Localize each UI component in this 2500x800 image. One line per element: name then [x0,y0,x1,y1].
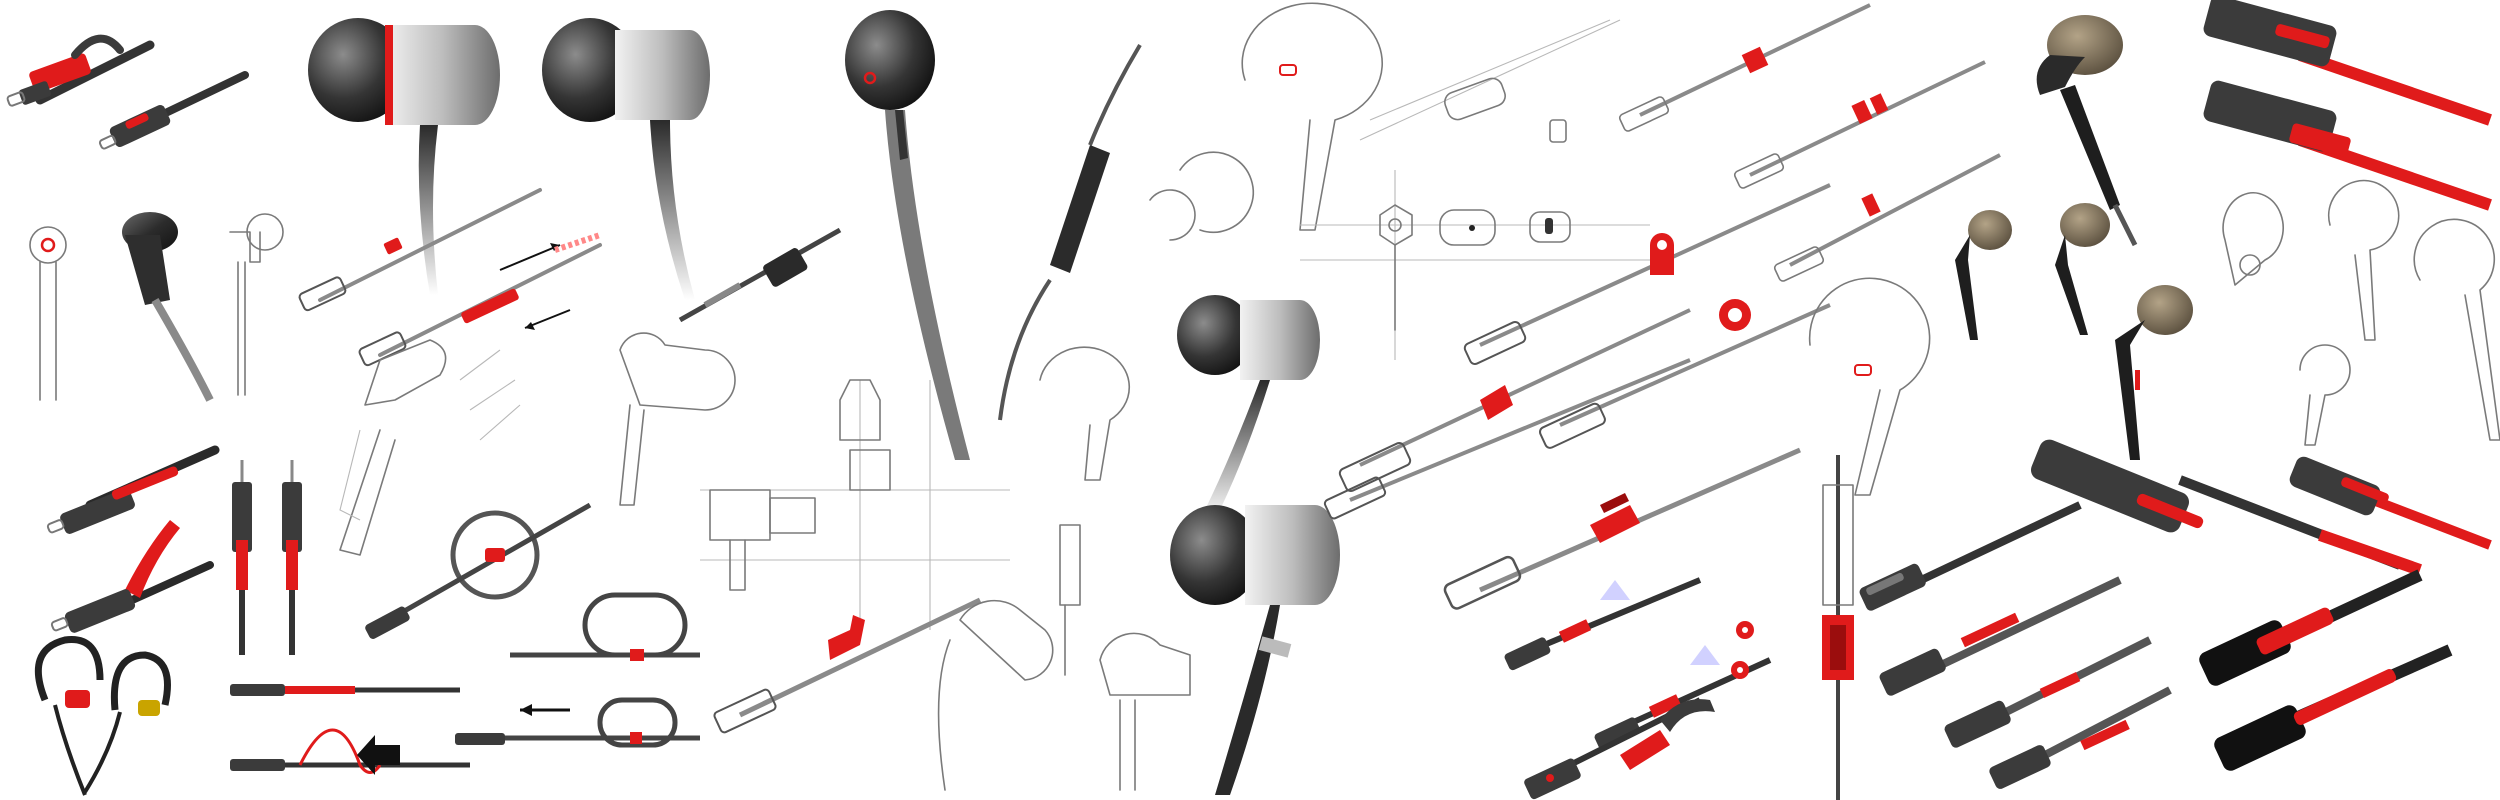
earbud-side-render [122,212,214,402]
earbud-mic-remote-render [845,10,1142,460]
jack-plug-render [678,227,842,323]
bronze-earbud-renders [1955,15,2193,460]
earbud-front-sketch [29,226,67,401]
black-earbud-render-4 [1170,505,1340,795]
earbud-sketch-stack [937,151,1254,791]
red-clip-usb-c-sketch [365,502,700,748]
usb-c-red-hook-render [50,520,214,633]
small-usb-c-exploded [1504,577,1772,800]
earbud-sketches-right [2222,179,2500,446]
usb-c-red-lanyard-renders [1323,183,1831,520]
earbud-orthographic-views [1300,170,1650,360]
vertical-red-slider [1822,455,1854,800]
usb-c-dark-renders-bottom [1859,501,2172,789]
cable-length-diagram [230,684,470,775]
earbud-line-sketch [229,213,284,396]
usb-c-large-renders-right [2030,439,2492,576]
red-clip-usb-c-render [713,597,982,734]
ear-hook-earphones [34,636,171,796]
usb-c-cable-sketch-2 [358,243,602,367]
usb-c-red-sleeve-render [46,445,220,534]
earbud-outline-top [1241,2,1621,231]
usb-c-red-tab-sketches [1618,3,2001,282]
earbud-outline-right [1808,277,1931,496]
black-earbud-render-2 [542,18,710,300]
orthographic-construction [700,379,1010,630]
vertical-plug-pair [232,460,302,655]
usb-c-cable-sketch-1 [298,188,542,312]
usb-c-red-slider-renders [2203,0,2492,211]
usb-c-black-renders-bottom-right [2199,569,2453,771]
slide-arrows [499,232,601,330]
usb-c-cable-render [98,71,249,150]
black-earbud-render-1 [308,18,500,295]
earbud-line-drawings [339,332,736,556]
usb-c-cable-clip-render [6,34,155,107]
usb-c-red-clip-render-large [1443,447,1802,610]
black-earbud-render-3 [1177,295,1320,520]
